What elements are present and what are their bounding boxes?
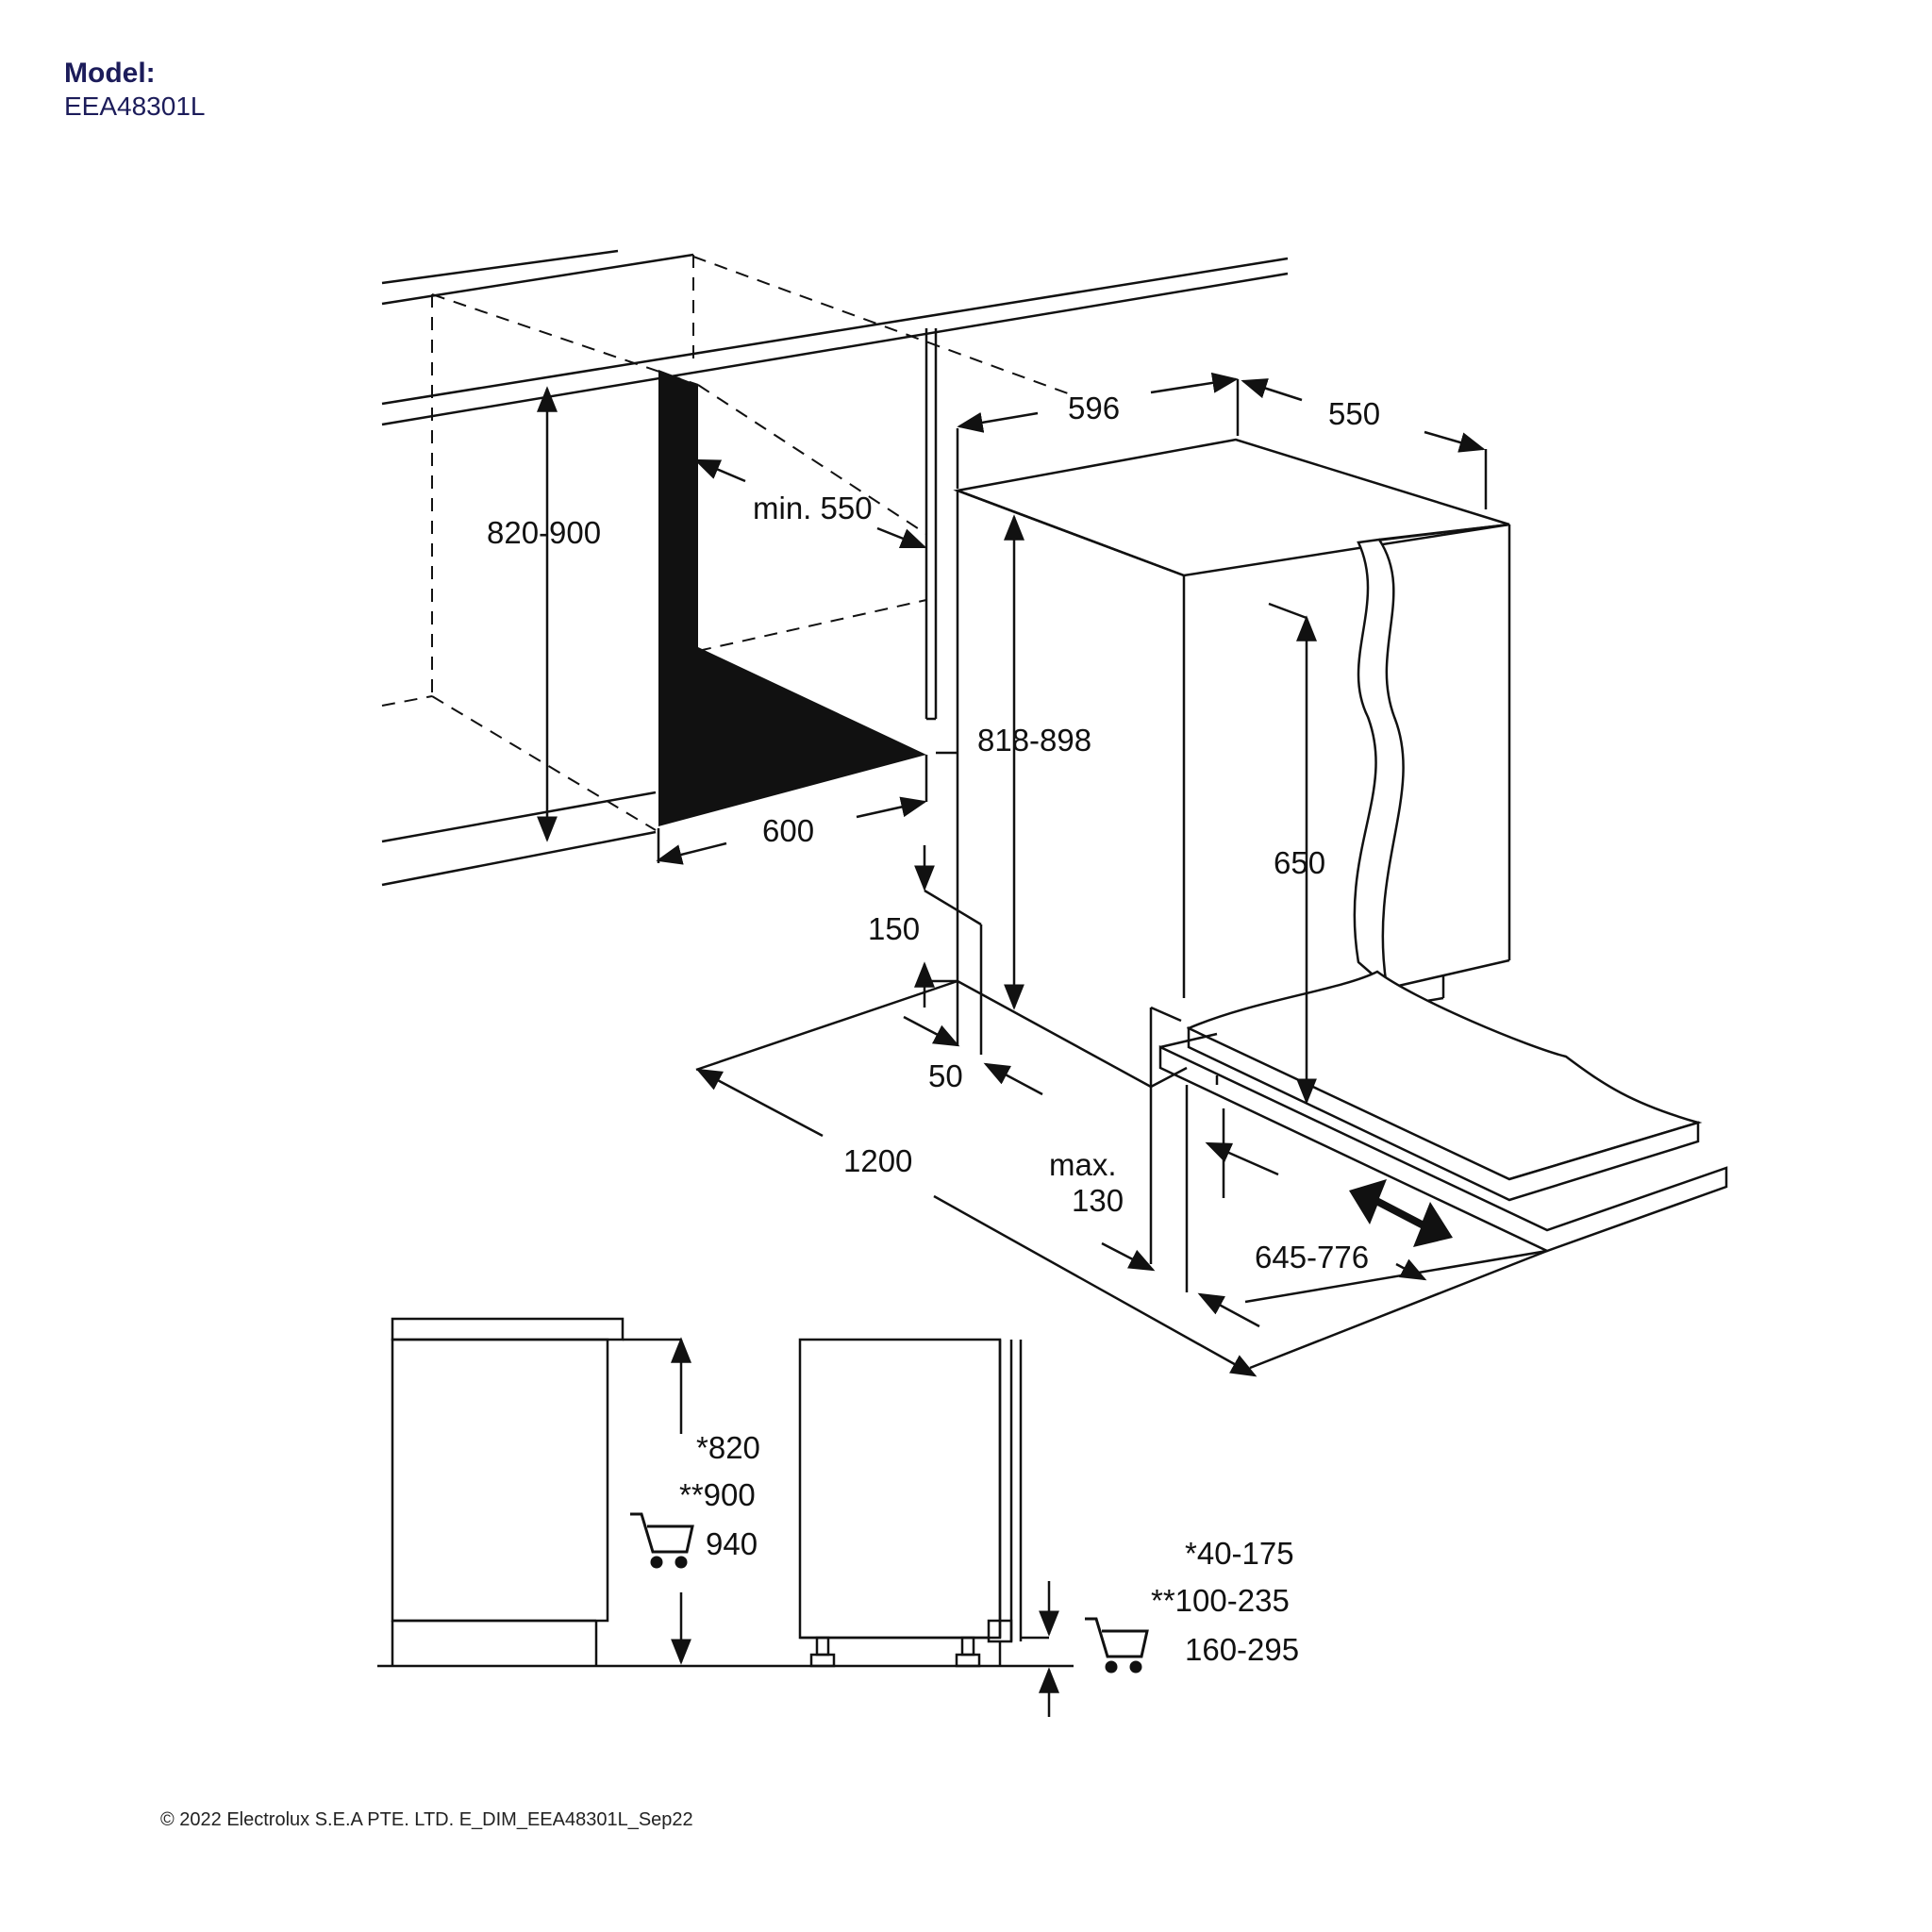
floor-outline	[957, 979, 1548, 1370]
max-value-label: 130	[1072, 1183, 1124, 1218]
cart-icon	[1085, 1617, 1149, 1674]
niche-width-label: 600	[762, 813, 814, 848]
dimension-lines	[537, 372, 1488, 1377]
niche-outline	[381, 249, 1289, 887]
side-height-double-star-label: **900	[679, 1477, 756, 1512]
appliance-width-label: 596	[1068, 391, 1120, 425]
side-plinth-star-label: *40-175	[1185, 1536, 1294, 1571]
plinth-depth-label: 50	[928, 1058, 963, 1093]
niche-depth-label: min. 550	[753, 491, 873, 525]
side-view-right	[798, 1338, 1059, 1717]
appliance-height-label: 818-898	[977, 723, 1091, 758]
door-travel-label: 645-776	[1255, 1240, 1369, 1274]
appliance-depth-label: 550	[1328, 396, 1380, 431]
side-height-cart-label: 940	[706, 1526, 758, 1561]
model-label: Model:	[64, 58, 156, 89]
model-header: Model: EEA48301L	[64, 57, 205, 123]
niche-height-label: 820-900	[487, 515, 601, 550]
side-plinth-cart-label: 160-295	[1185, 1632, 1299, 1667]
double-arrow-icon	[1349, 1179, 1453, 1247]
side-plinth-double-star-label: **100-235	[1151, 1583, 1290, 1618]
door-clearance-label: 1200	[843, 1143, 912, 1178]
side-height-star-label: *820	[696, 1430, 760, 1465]
cart-icon	[630, 1512, 694, 1569]
max-label: max.	[1049, 1147, 1117, 1182]
door-height-label: 650	[1274, 845, 1325, 880]
model-number: EEA48301L	[64, 92, 206, 121]
copyright-footer: © 2022 Electrolux S.E.A PTE. LTD. E_DIM_…	[160, 1809, 693, 1830]
plinth-height-label: 150	[868, 911, 920, 946]
niche-side-wall	[658, 370, 926, 826]
niche-hidden-lines	[381, 255, 1076, 831]
